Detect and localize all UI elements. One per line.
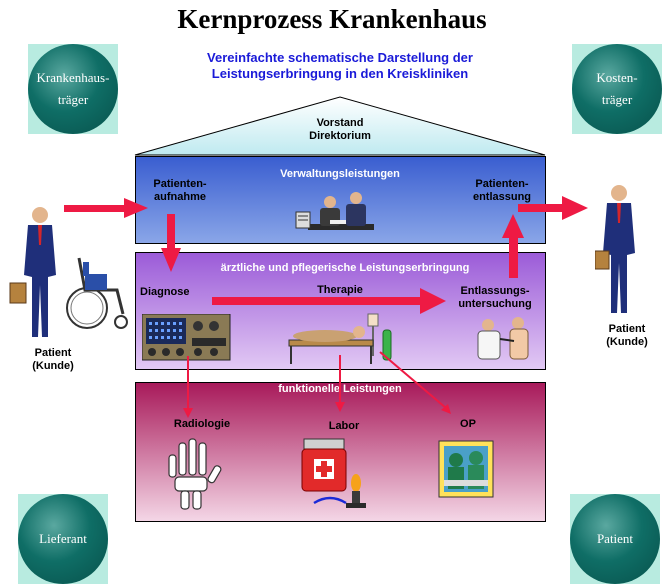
corner-label-line1: Lieferant	[39, 531, 87, 546]
patient-left-label: Patient (Kunde)	[32, 347, 74, 372]
corner-kostentraeger: Kosten- träger	[572, 44, 662, 134]
corner-label-line2: träger	[601, 92, 633, 107]
office-workers-icon	[295, 192, 374, 230]
corner-krankenhaustraeger: Krankenhaus- träger	[28, 44, 118, 134]
corner-circle: Patient	[570, 494, 660, 584]
xray-hand-icon	[168, 438, 222, 510]
patient-right-label: Patient (Kunde)	[606, 323, 648, 348]
page-subtitle: Vereinfachte schematische Darstellung de…	[207, 50, 473, 81]
roof-label: Vorstand Direktorium	[309, 117, 371, 142]
patient-left-figure-icon	[9, 207, 56, 337]
hospital-bed-icon	[288, 313, 392, 364]
corner-label-line2: träger	[57, 92, 89, 107]
discharge-label: Patienten- entlassung	[472, 178, 532, 203]
corner-circle: Lieferant	[18, 494, 108, 584]
op-label: OP	[460, 418, 476, 430]
discharge-exam-label: Entlassungs- untersuchung	[458, 285, 532, 310]
admission-label: Patienten- aufnahme	[153, 178, 207, 203]
doctor-exam-icon	[477, 317, 529, 360]
radiology-label: Radiologie	[173, 418, 231, 430]
corner-circle: Kosten- träger	[572, 44, 662, 134]
corner-label-line1: Krankenhaus-	[36, 70, 110, 85]
corner-circle: Krankenhaus- träger	[28, 44, 118, 134]
lab-equipment-icon	[301, 438, 366, 508]
functional-title: funktionelle Leistungen	[278, 383, 402, 395]
diagnosis-label: Diagnose	[140, 286, 190, 298]
wheelchair-icon	[66, 257, 128, 329]
diagnostic-equipment-icon	[142, 314, 231, 361]
corner-lieferant: Lieferant	[18, 494, 108, 584]
corner-label-line1: Patient	[596, 531, 634, 546]
corner-patient: Patient	[570, 494, 660, 584]
therapy-label: Therapie	[317, 284, 363, 296]
page-title: Kernprozess Krankenhaus	[177, 4, 487, 34]
care-title: ärztliche und pflegerische Leistungserbr…	[220, 262, 470, 274]
admin-title: Verwaltungsleistungen	[280, 168, 400, 180]
roof-shape	[134, 96, 546, 156]
operating-room-icon	[438, 440, 494, 498]
corner-label-line1: Kosten-	[596, 70, 638, 85]
lab-label: Labor	[328, 420, 360, 432]
patient-right-figure-icon	[595, 185, 635, 313]
